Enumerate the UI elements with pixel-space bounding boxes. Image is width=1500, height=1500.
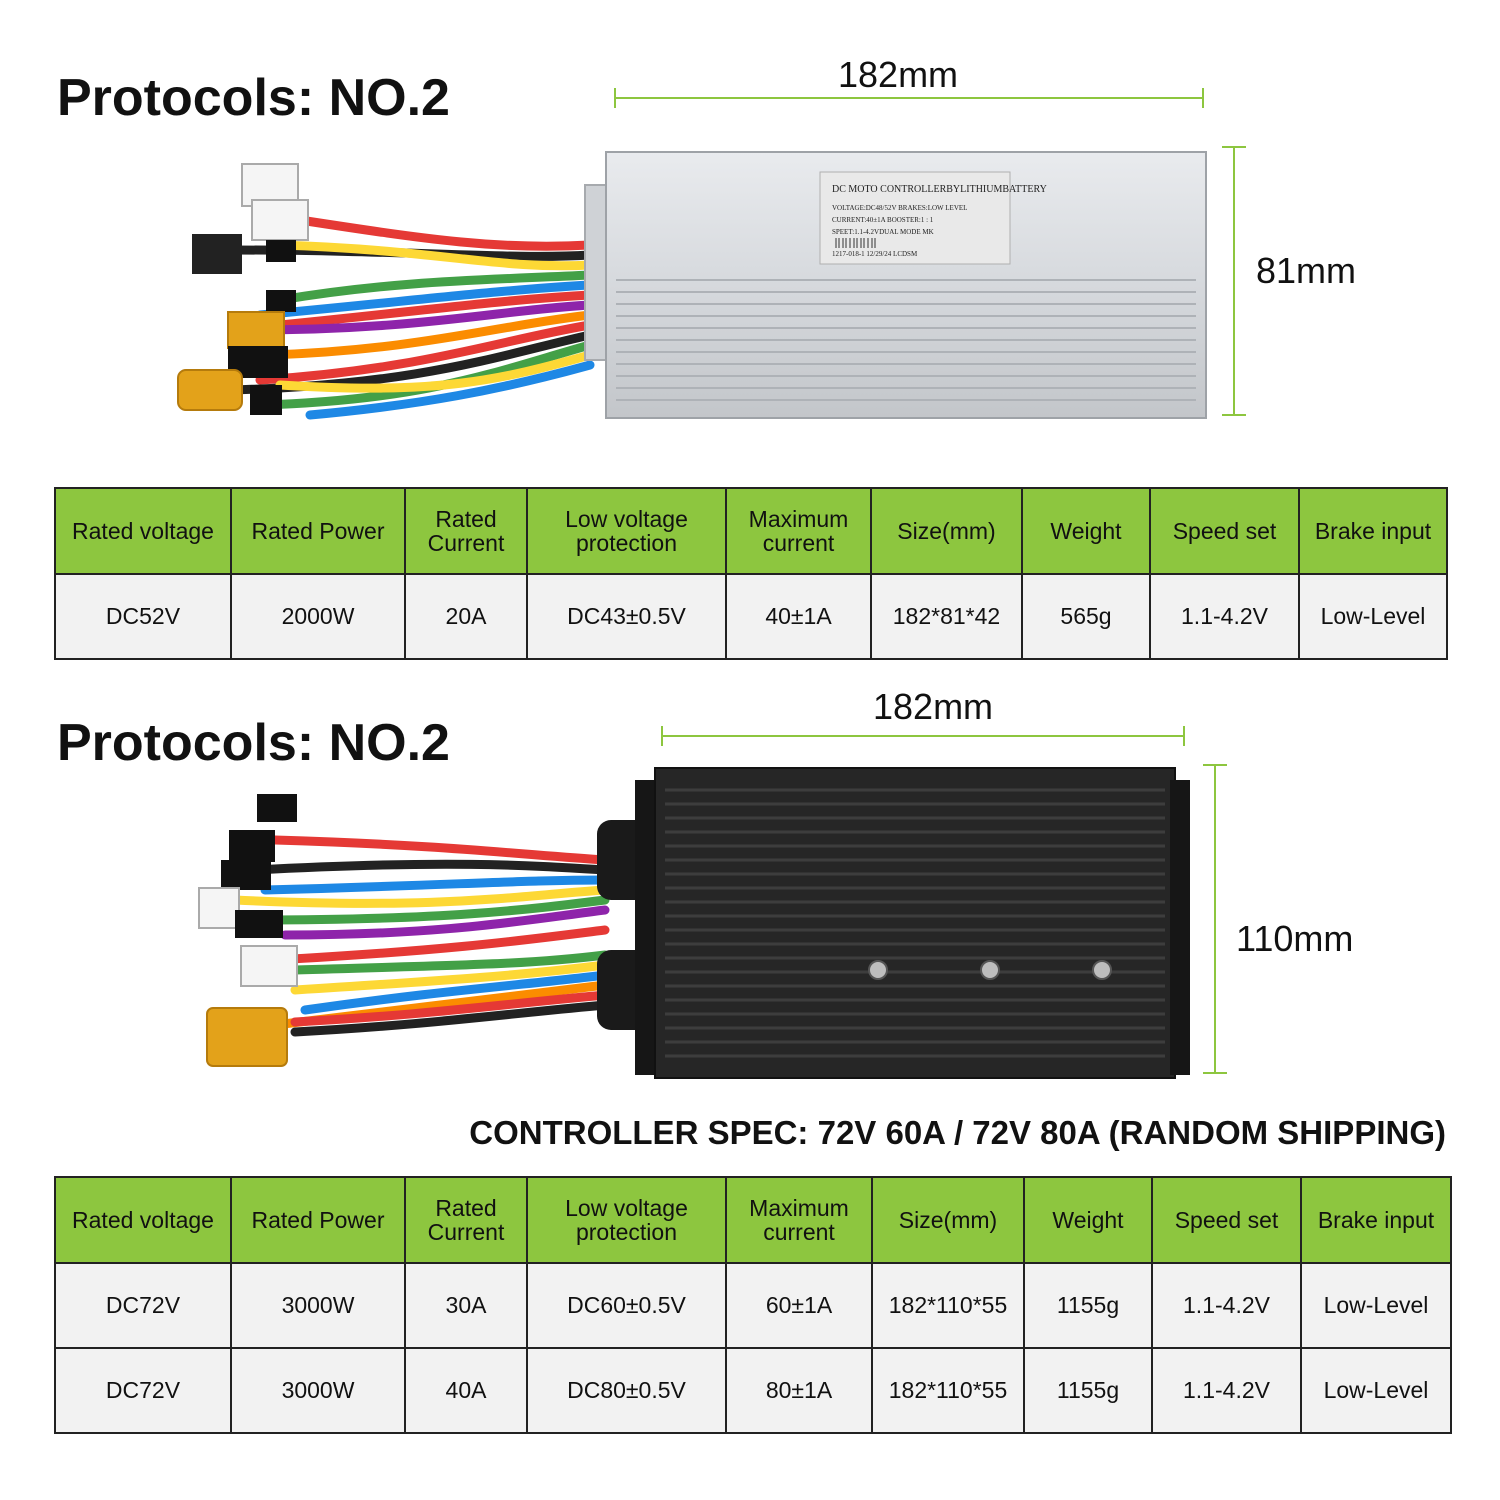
table-cell: DC80±0.5V	[526, 1347, 727, 1434]
header-maximum-current: Maximum current	[725, 487, 872, 575]
section1-spec-table: Rated voltage Rated Power Rated Current …	[54, 487, 1448, 660]
section2-width-dimension-line	[661, 726, 1185, 746]
header-speed-set: Speed set	[1151, 1176, 1302, 1264]
section1-height-label: 81mm	[1256, 250, 1357, 291]
section1-heading: Protocols: NO.2	[57, 69, 450, 127]
table-cell: 20A	[404, 573, 528, 660]
table-cell: 40±1A	[725, 573, 872, 660]
header-weight: Weight	[1023, 1176, 1153, 1264]
header-maximum-current: Maximum current	[725, 1176, 873, 1264]
silver-controller-image: DC MOTO CONTROLLERBYLITHIUMBATTERY VOLTA…	[177, 151, 1207, 420]
section1-height-dimension-line	[1222, 146, 1246, 416]
header-rated-power: Rated Power	[230, 1176, 406, 1264]
sticker-line4: 1217-018-1 12/29/24 LCDSM	[832, 250, 918, 258]
table-cell: DC72V	[54, 1347, 232, 1434]
table-cell: Low-Level	[1300, 1347, 1452, 1434]
table-row: DC72V 3000W 30A DC60±0.5V 60±1A 182*110*…	[54, 1262, 1452, 1349]
table-cell: DC52V	[54, 573, 232, 660]
black-controller-image	[198, 767, 1190, 1079]
table-cell: 1.1-4.2V	[1151, 1347, 1302, 1434]
header-low-voltage-protection: Low voltage protection	[526, 1176, 727, 1264]
table-row: DC72V 3000W 40A DC80±0.5V 80±1A 182*110*…	[54, 1347, 1452, 1434]
table-cell: 60±1A	[725, 1262, 873, 1349]
header-speed-set: Speed set	[1149, 487, 1300, 575]
sticker-line2: CURRENT:40±1A BOOSTER:1 : 1	[832, 216, 934, 224]
table-cell: 2000W	[230, 573, 406, 660]
section1-width-label: 182mm	[838, 54, 959, 95]
table-cell: Low-Level	[1298, 573, 1448, 660]
header-rated-power: Rated Power	[230, 487, 406, 575]
table-cell: 40A	[404, 1347, 528, 1434]
table-cell: 1155g	[1023, 1347, 1153, 1434]
header-weight: Weight	[1021, 487, 1151, 575]
section2-spec-table: Rated voltage Rated Power Rated Current …	[54, 1176, 1452, 1434]
table-cell: DC43±0.5V	[526, 573, 727, 660]
table-cell: Low-Level	[1300, 1262, 1452, 1349]
table-cell: 565g	[1021, 573, 1151, 660]
sticker-line3: SPEET:1.1-4.2VDUAL MODE MK	[832, 228, 934, 236]
sticker-line1: VOLTAGE:DC48/52V BRAKES:LOW LEVEL	[832, 204, 967, 212]
header-low-voltage-protection: Low voltage protection	[526, 487, 727, 575]
table-row: DC52V 2000W 20A DC43±0.5V 40±1A 182*81*4…	[54, 573, 1448, 660]
section2-height-label: 110mm	[1236, 918, 1354, 959]
header-rated-voltage: Rated voltage	[54, 487, 232, 575]
section2-heading: Protocols: NO.2	[57, 714, 450, 772]
header-rated-voltage: Rated voltage	[54, 1176, 232, 1264]
table-cell: 1.1-4.2V	[1149, 573, 1300, 660]
table-cell: 30A	[404, 1262, 528, 1349]
table-cell: 182*110*55	[871, 1262, 1025, 1349]
table-cell: 1155g	[1023, 1262, 1153, 1349]
table-cell: 182*81*42	[870, 573, 1023, 660]
table-cell: 3000W	[230, 1262, 406, 1349]
section1-width-dimension-line	[614, 88, 1204, 108]
header-size: Size(mm)	[870, 487, 1023, 575]
table-cell: DC60±0.5V	[526, 1262, 727, 1349]
section2-width-label: 182mm	[873, 686, 994, 727]
table-cell: 3000W	[230, 1347, 406, 1434]
table-cell: DC72V	[54, 1262, 232, 1349]
table-cell: 80±1A	[725, 1347, 873, 1434]
table-cell: 182*110*55	[871, 1347, 1025, 1434]
header-rated-current: Rated Current	[404, 1176, 528, 1264]
header-rated-current: Rated Current	[404, 487, 528, 575]
header-brake-input: Brake input	[1300, 1176, 1452, 1264]
header-brake-input: Brake input	[1298, 487, 1448, 575]
header-size: Size(mm)	[871, 1176, 1025, 1264]
section2-height-dimension-line	[1203, 764, 1227, 1074]
table-cell: 1.1-4.2V	[1151, 1262, 1302, 1349]
controller-spec-title: CONTROLLER SPEC: 72V 60A / 72V 80A (RAND…	[469, 1114, 1446, 1151]
sticker-title: DC MOTO CONTROLLERBYLITHIUMBATTERY	[832, 184, 1047, 195]
